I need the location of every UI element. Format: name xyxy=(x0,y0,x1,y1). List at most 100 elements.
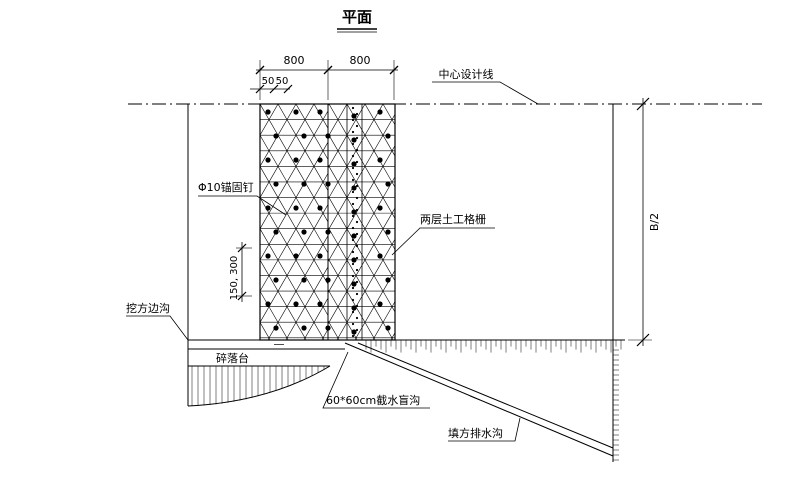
mesh-line xyxy=(0,104,113,340)
blind-ditch-gravel xyxy=(351,106,359,338)
mesh-line xyxy=(260,196,328,317)
anchor-nail-leader xyxy=(198,195,287,216)
mesh-line xyxy=(484,104,620,340)
mesh-line xyxy=(481,104,617,340)
mesh-line xyxy=(328,113,395,232)
mesh-line xyxy=(0,104,134,340)
mesh-line xyxy=(689,104,793,340)
gravel-dot xyxy=(351,190,355,194)
mesh-line xyxy=(0,104,69,340)
mesh-line xyxy=(260,203,328,323)
anchor-nail xyxy=(301,277,307,283)
gravel-dot xyxy=(355,184,359,188)
mesh-line xyxy=(563,104,699,340)
top-dimension xyxy=(255,60,399,100)
mesh-line xyxy=(0,104,126,340)
mesh-line xyxy=(260,104,328,223)
mesh-line xyxy=(0,104,54,340)
centerline-leader xyxy=(432,81,539,105)
mesh-line xyxy=(0,104,87,340)
anchor-nail xyxy=(317,109,323,115)
mesh-line xyxy=(336,238,395,340)
vertical-dimension xyxy=(236,242,252,302)
anchor-nail xyxy=(293,109,299,115)
mesh-line xyxy=(556,104,692,340)
anchor-nail xyxy=(293,253,299,259)
mesh-line xyxy=(303,297,328,340)
mesh-line xyxy=(671,104,793,340)
anchor-nail xyxy=(377,301,383,307)
blind-ditch-leader xyxy=(322,351,430,409)
gravel-dot xyxy=(355,208,359,212)
mesh-line xyxy=(574,104,710,340)
mesh-line xyxy=(0,104,44,340)
mesh-line xyxy=(0,104,105,340)
mesh-line xyxy=(625,104,761,340)
mesh-line xyxy=(502,104,638,340)
mesh-line xyxy=(157,104,293,340)
mesh-line xyxy=(260,141,328,261)
gravel-dot xyxy=(355,280,359,284)
mesh-line xyxy=(175,104,311,340)
anchor-nail xyxy=(273,133,279,139)
anchor-nail xyxy=(273,277,279,283)
cut-ditch-label: 挖方边沟 xyxy=(126,301,170,315)
mesh-line xyxy=(466,104,602,340)
fill-ditch-leader xyxy=(448,417,521,442)
mesh-line xyxy=(566,104,702,340)
gravel-dot xyxy=(355,220,359,224)
gravel-dot xyxy=(351,286,355,290)
mesh-line xyxy=(260,104,297,167)
gravel-dot xyxy=(355,148,359,152)
ground-hatch xyxy=(365,340,622,461)
anchor-nail xyxy=(317,205,323,211)
mesh-line xyxy=(0,104,77,340)
gravel-dot xyxy=(351,178,355,182)
mesh-line xyxy=(0,104,41,340)
mesh-line xyxy=(607,104,743,340)
anchor-nail xyxy=(351,281,357,287)
mesh-line xyxy=(530,104,666,340)
mesh-line xyxy=(779,104,793,340)
gravel-dot xyxy=(351,262,355,266)
mesh-line xyxy=(285,266,328,340)
gravel-dot xyxy=(351,142,355,146)
mesh-line xyxy=(260,290,289,340)
anchor-nail xyxy=(351,257,357,263)
mesh-line xyxy=(494,104,630,340)
mesh-line xyxy=(692,104,793,340)
dimension-150-300: 150, 300 xyxy=(229,256,240,301)
mesh-line xyxy=(509,104,645,340)
mesh-line xyxy=(267,235,328,340)
mesh-line xyxy=(517,104,653,340)
anchor-nail xyxy=(265,109,271,115)
gravel-dot xyxy=(351,154,355,158)
mesh-line xyxy=(0,104,5,340)
mesh-line xyxy=(476,104,612,340)
dimension-50-right: 50 xyxy=(276,76,289,87)
mesh-line xyxy=(0,104,33,340)
gravel-dot xyxy=(355,328,359,332)
mesh-line xyxy=(499,104,635,340)
gravel-dot xyxy=(355,232,359,236)
mesh-line xyxy=(746,104,793,340)
mesh-line xyxy=(0,104,116,340)
mesh-line xyxy=(8,104,144,340)
mesh-line xyxy=(0,104,62,340)
anchor-nail xyxy=(385,277,391,283)
mesh-line xyxy=(0,104,8,340)
mesh-line xyxy=(610,104,746,340)
anchor-nail xyxy=(351,137,357,143)
mesh-line xyxy=(295,104,328,161)
anchor-nail xyxy=(293,205,299,211)
mesh-line xyxy=(674,104,793,340)
mesh-line xyxy=(646,104,782,340)
mesh-line xyxy=(260,134,328,254)
mesh-line xyxy=(260,172,328,292)
mesh-line xyxy=(328,144,395,263)
fill-ditch-line-bottom xyxy=(357,342,614,449)
gravel-dot xyxy=(355,244,359,248)
anchor-nail xyxy=(325,229,331,235)
anchor-nail xyxy=(351,113,357,119)
gravel-dot xyxy=(355,304,359,308)
